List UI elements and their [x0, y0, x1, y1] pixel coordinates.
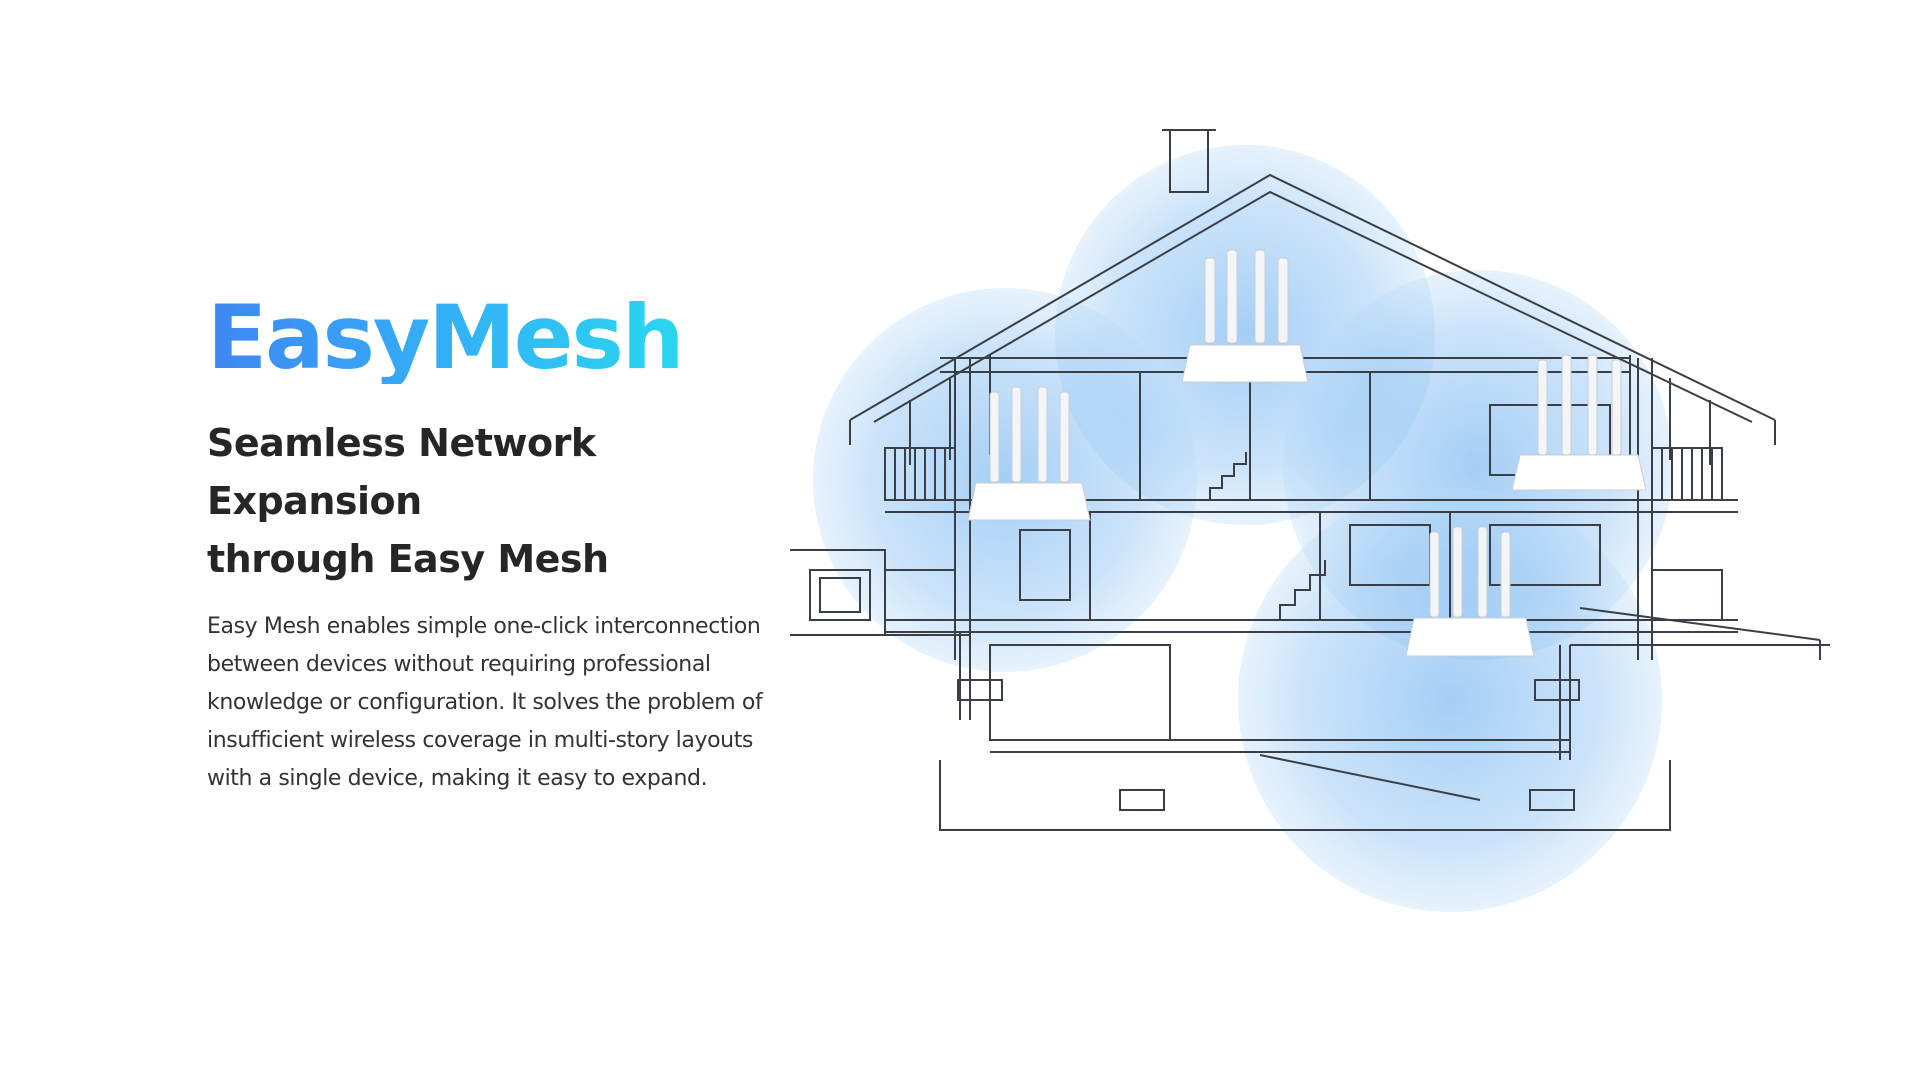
- coverage-bubbles: [813, 145, 1673, 912]
- feature-description: Easy Mesh enables simple one-click inter…: [207, 608, 787, 798]
- coverage-bubble-bottom: [1238, 488, 1662, 912]
- router-ground: [1405, 526, 1535, 657]
- description-line-4: insufficient wireless coverage in multi-…: [207, 728, 753, 754]
- description-line-5: with a single device, making it easy to …: [207, 766, 708, 792]
- feature-heading: Seamless Network Expansion through Easy …: [207, 414, 787, 588]
- router-attic: [1181, 249, 1309, 383]
- text-block: EasyMesh Seamless Network Expansion thro…: [207, 286, 787, 798]
- house-mesh-illustration: [790, 100, 1830, 930]
- description-line-1: Easy Mesh enables simple one-click inter…: [207, 614, 761, 640]
- feature-heading-line-1: Seamless Network Expansion: [207, 421, 596, 524]
- house-svg: [790, 129, 1830, 912]
- mesh-routers: [967, 249, 1647, 657]
- description-line-3: knowledge or configuration. It solves th…: [207, 690, 763, 716]
- router-left: [967, 386, 1091, 521]
- coverage-bubble-left: [813, 288, 1197, 672]
- description-line-2: between devices without requiring profes…: [207, 652, 711, 678]
- brand-title: EasyMesh: [207, 286, 685, 389]
- router-right: [1511, 354, 1647, 491]
- feature-heading-line-2: through Easy Mesh: [207, 537, 609, 582]
